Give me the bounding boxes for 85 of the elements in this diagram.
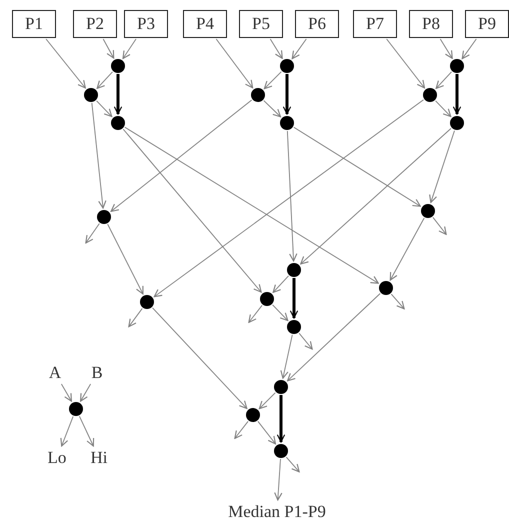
comparator-dot [379,281,393,295]
arrow [96,100,112,118]
comparator-dot [450,116,464,130]
arrow [270,38,283,59]
comparator-dot [450,59,464,73]
input-box: P8 [409,10,453,38]
comparator-dot [287,320,301,334]
arrow [248,304,263,323]
arrow [435,100,452,118]
arrow [91,102,106,209]
node-label: B [89,363,105,383]
arrow [46,38,86,89]
input-box: P4 [183,10,227,38]
thick-arrow [114,74,122,115]
comparator-dot [111,59,125,73]
node-label: Hi [88,448,110,468]
comparator-dot [251,88,265,102]
input-box: P7 [353,10,397,38]
arrow [96,71,113,89]
arrow [274,458,282,501]
node-label: Median P1-P9 [222,502,332,522]
arrow [122,38,136,60]
arrow [122,128,262,293]
arrow [257,420,276,444]
arrow [216,38,254,88]
comparator-dot [69,402,83,416]
input-box: P3 [124,10,168,38]
thick-arrow [276,395,286,443]
input-box: P9 [465,10,509,38]
arrow [263,100,282,118]
arrow [300,128,452,265]
node-label: A [47,363,63,383]
arrow [462,38,477,60]
arrow [436,71,452,89]
arrow [60,384,72,402]
comparator-dot [423,88,437,102]
arrow [128,308,143,328]
input-box: P1 [12,10,56,38]
arrow [78,416,94,447]
comparator-dot [280,116,294,130]
arrow [298,332,313,350]
comparator-dot [274,444,288,458]
arrow [102,38,114,59]
comparator-dot [260,292,274,306]
arrow [272,275,289,293]
input-box: P5 [239,10,283,38]
thick-arrow [282,74,292,115]
arrow [107,224,144,294]
arrow [154,99,424,298]
comparator-dot [140,295,154,309]
arrow [60,416,74,447]
arrow [234,420,249,439]
arrow [292,38,307,60]
node-label: Lo [46,448,68,468]
arrow [124,126,379,284]
input-box: P6 [295,10,339,38]
arrow [80,384,92,402]
arrow [286,456,300,472]
comparator-dot [287,263,301,277]
arrow [286,130,298,262]
arrow [287,293,381,382]
arrow [280,334,293,379]
comparator-dot [280,59,294,73]
comparator-dot [111,116,125,130]
arrow [85,223,100,244]
comparator-dot [97,210,111,224]
arrow [432,216,447,235]
thick-arrow [452,74,462,115]
arrow [152,307,248,409]
comparator-dot [421,204,435,218]
arrow [390,294,405,310]
thick-arrow [290,278,298,319]
comparator-dot [274,380,288,394]
comparator-dot [246,408,260,422]
arrow [110,100,252,212]
arrow [293,126,421,207]
arrow [390,218,425,281]
arrow [272,304,288,322]
arrow [440,38,453,59]
arrow [258,392,276,410]
input-box: P2 [73,10,117,38]
comparator-dot [84,88,98,102]
arrow [386,38,426,88]
arrow [429,130,455,203]
arrow [264,71,282,90]
